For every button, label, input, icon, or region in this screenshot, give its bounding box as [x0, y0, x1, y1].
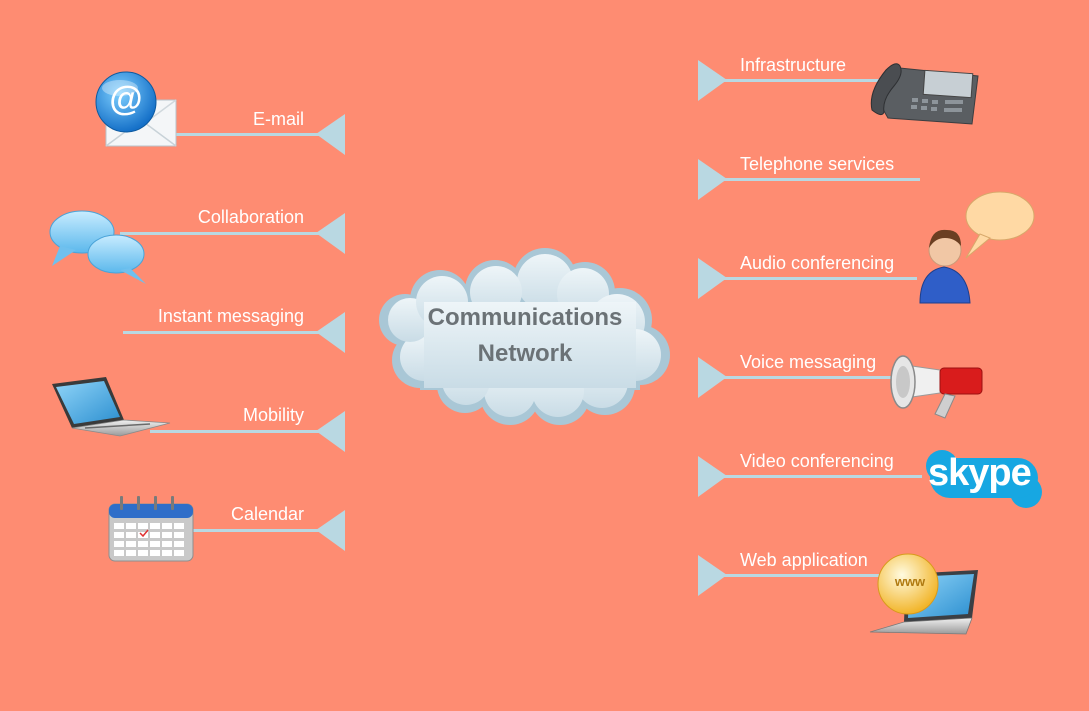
calendar-icon — [108, 496, 194, 562]
connector-line-web-application — [722, 574, 882, 577]
connector-line-calendar — [190, 529, 320, 532]
connector-line-video-conferencing — [722, 475, 922, 478]
megaphone-icon — [890, 355, 983, 419]
connector-line-email — [175, 133, 320, 136]
skype-wordmark: skype — [928, 452, 1032, 494]
connector-line-audio-conferencing — [722, 277, 917, 280]
www-label: www — [894, 574, 926, 589]
connector-arrow-video-conferencing — [698, 456, 727, 497]
desk-phone-icon — [870, 63, 979, 125]
connector-line-voice-messaging — [722, 376, 892, 379]
connector-line-collaboration — [120, 232, 320, 235]
email-at-symbol: @ — [109, 80, 143, 118]
connector-arrow-collaboration — [316, 213, 345, 254]
label-video-conferencing: Video conferencing — [740, 451, 894, 471]
connector-arrow-telephone-services — [698, 159, 727, 200]
label-collaboration: Collaboration — [197, 207, 304, 227]
center-title-line1: Communications — [427, 304, 623, 331]
connector-arrow-instant-messaging — [316, 312, 345, 353]
connector-arrow-mobility — [316, 411, 345, 452]
label-audio-conferencing: Audio conferencing — [740, 253, 895, 273]
connector-arrow-infrastructure — [698, 60, 727, 101]
connector-arrow-audio-conferencing — [698, 258, 727, 299]
label-email: E-mail — [252, 109, 304, 129]
skype-logo-icon — [926, 450, 1042, 508]
connector-line-infrastructure — [722, 79, 882, 82]
connector-line-mobility — [150, 430, 320, 433]
label-voice-messaging: Voice messaging — [740, 352, 877, 372]
label-instant-messaging: Instant messaging — [157, 306, 304, 326]
connector-arrow-voice-messaging — [698, 357, 727, 398]
connector-arrow-email — [316, 114, 345, 155]
label-calendar: Calendar — [230, 504, 304, 524]
chat-bubbles-icon — [49, 210, 146, 284]
connector-line-telephone-services — [722, 178, 920, 181]
center-title: Communications Network — [395, 300, 655, 372]
connector-arrow-web-application — [698, 555, 727, 596]
label-mobility: Mobility — [242, 405, 304, 425]
network-cloud — [379, 248, 670, 425]
connector-line-instant-messaging — [123, 331, 320, 334]
connector-arrow-calendar — [316, 510, 345, 551]
laptop-icon — [52, 377, 171, 437]
label-telephone-services: Telephone services — [740, 154, 895, 174]
speaking-person-icon — [919, 191, 1035, 304]
email-icon — [95, 71, 177, 147]
web-laptop-icon — [869, 553, 978, 635]
label-web-application: Web application — [740, 550, 868, 570]
label-infrastructure: Infrastructure — [740, 55, 847, 75]
center-title-line2: Network — [477, 340, 573, 367]
